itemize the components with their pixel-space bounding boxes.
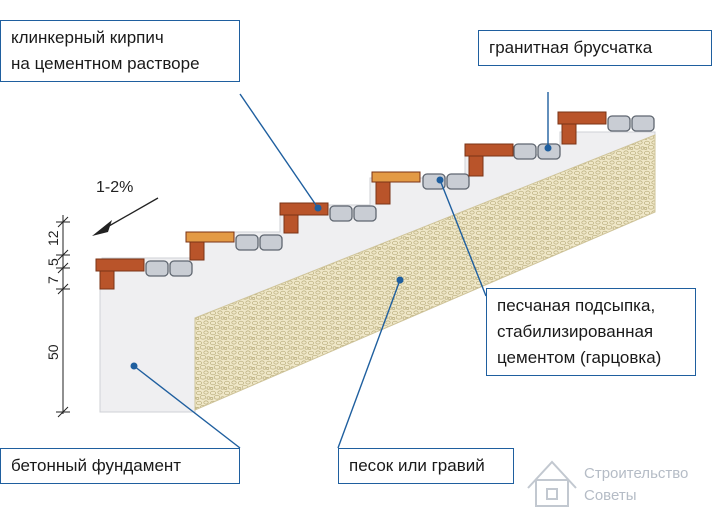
watermark-line-2: Советы: [584, 487, 636, 504]
leader-lines: [133, 92, 549, 449]
paver: [537, 143, 561, 160]
concrete-label-line: бетонный фундамент: [11, 456, 182, 475]
sand-bed-label-line-2: стабилизированная: [497, 322, 654, 341]
dimension-label-12: 12: [45, 230, 61, 246]
slope-arrow: [92, 197, 159, 236]
paver: [329, 205, 353, 222]
dimension-label-5: 5: [45, 258, 61, 266]
paver: [259, 234, 283, 251]
clinker-bricks: [95, 111, 607, 290]
sand-bed-label-line-1: песчаная подсыпка,: [497, 296, 656, 315]
slope-label: 1-2%: [96, 179, 133, 196]
gravel-label: песок или гравий: [338, 448, 514, 484]
gravel-label-line: песок или гравий: [349, 456, 485, 475]
brick-riser: [468, 155, 484, 177]
paver: [631, 115, 655, 132]
dimension-line: [56, 215, 70, 418]
dimension-label-50: 50: [45, 344, 61, 360]
brick-riser: [189, 241, 205, 261]
sand-bed-label-line-3: цементом (гарцовка): [497, 348, 662, 367]
paver: [235, 234, 259, 251]
brick-riser: [561, 123, 577, 145]
watermark-line-1: Строительство: [584, 465, 688, 482]
paver: [513, 143, 537, 160]
brick-tread: [95, 258, 145, 272]
house-logo-icon: [527, 460, 577, 507]
brick-tread: [557, 111, 607, 125]
granite-pavers: [145, 115, 655, 277]
brick-riser: [375, 181, 391, 205]
granite-paver-label: гранитная брусчатка: [478, 30, 712, 66]
brick-tread: [371, 171, 421, 183]
clinker-brick-label: клинкерный кирпич на цементном растворе: [0, 20, 240, 82]
brick-tread: [185, 231, 235, 243]
dimension-label-7: 7: [45, 276, 61, 284]
leader-dots: [130, 144, 552, 370]
paver: [169, 260, 193, 277]
brick-riser: [283, 214, 299, 234]
gravel-layer: [194, 134, 656, 411]
clinker-label-line-2: на цементном растворе: [11, 54, 200, 73]
concrete-foundation-label: бетонный фундамент: [0, 448, 240, 484]
clinker-label-line-1: клинкерный кирпич: [11, 28, 164, 47]
granite-label-line: гранитная брусчатка: [489, 38, 653, 57]
brick-riser: [99, 270, 115, 290]
paver: [353, 205, 377, 222]
sand-bed-label: песчаная подсыпка, стабилизированная цем…: [486, 288, 696, 376]
paver: [446, 173, 470, 190]
paver: [607, 115, 631, 132]
paver: [145, 260, 169, 277]
watermark: Строительство Советы: [527, 460, 688, 507]
brick-tread: [464, 143, 514, 157]
